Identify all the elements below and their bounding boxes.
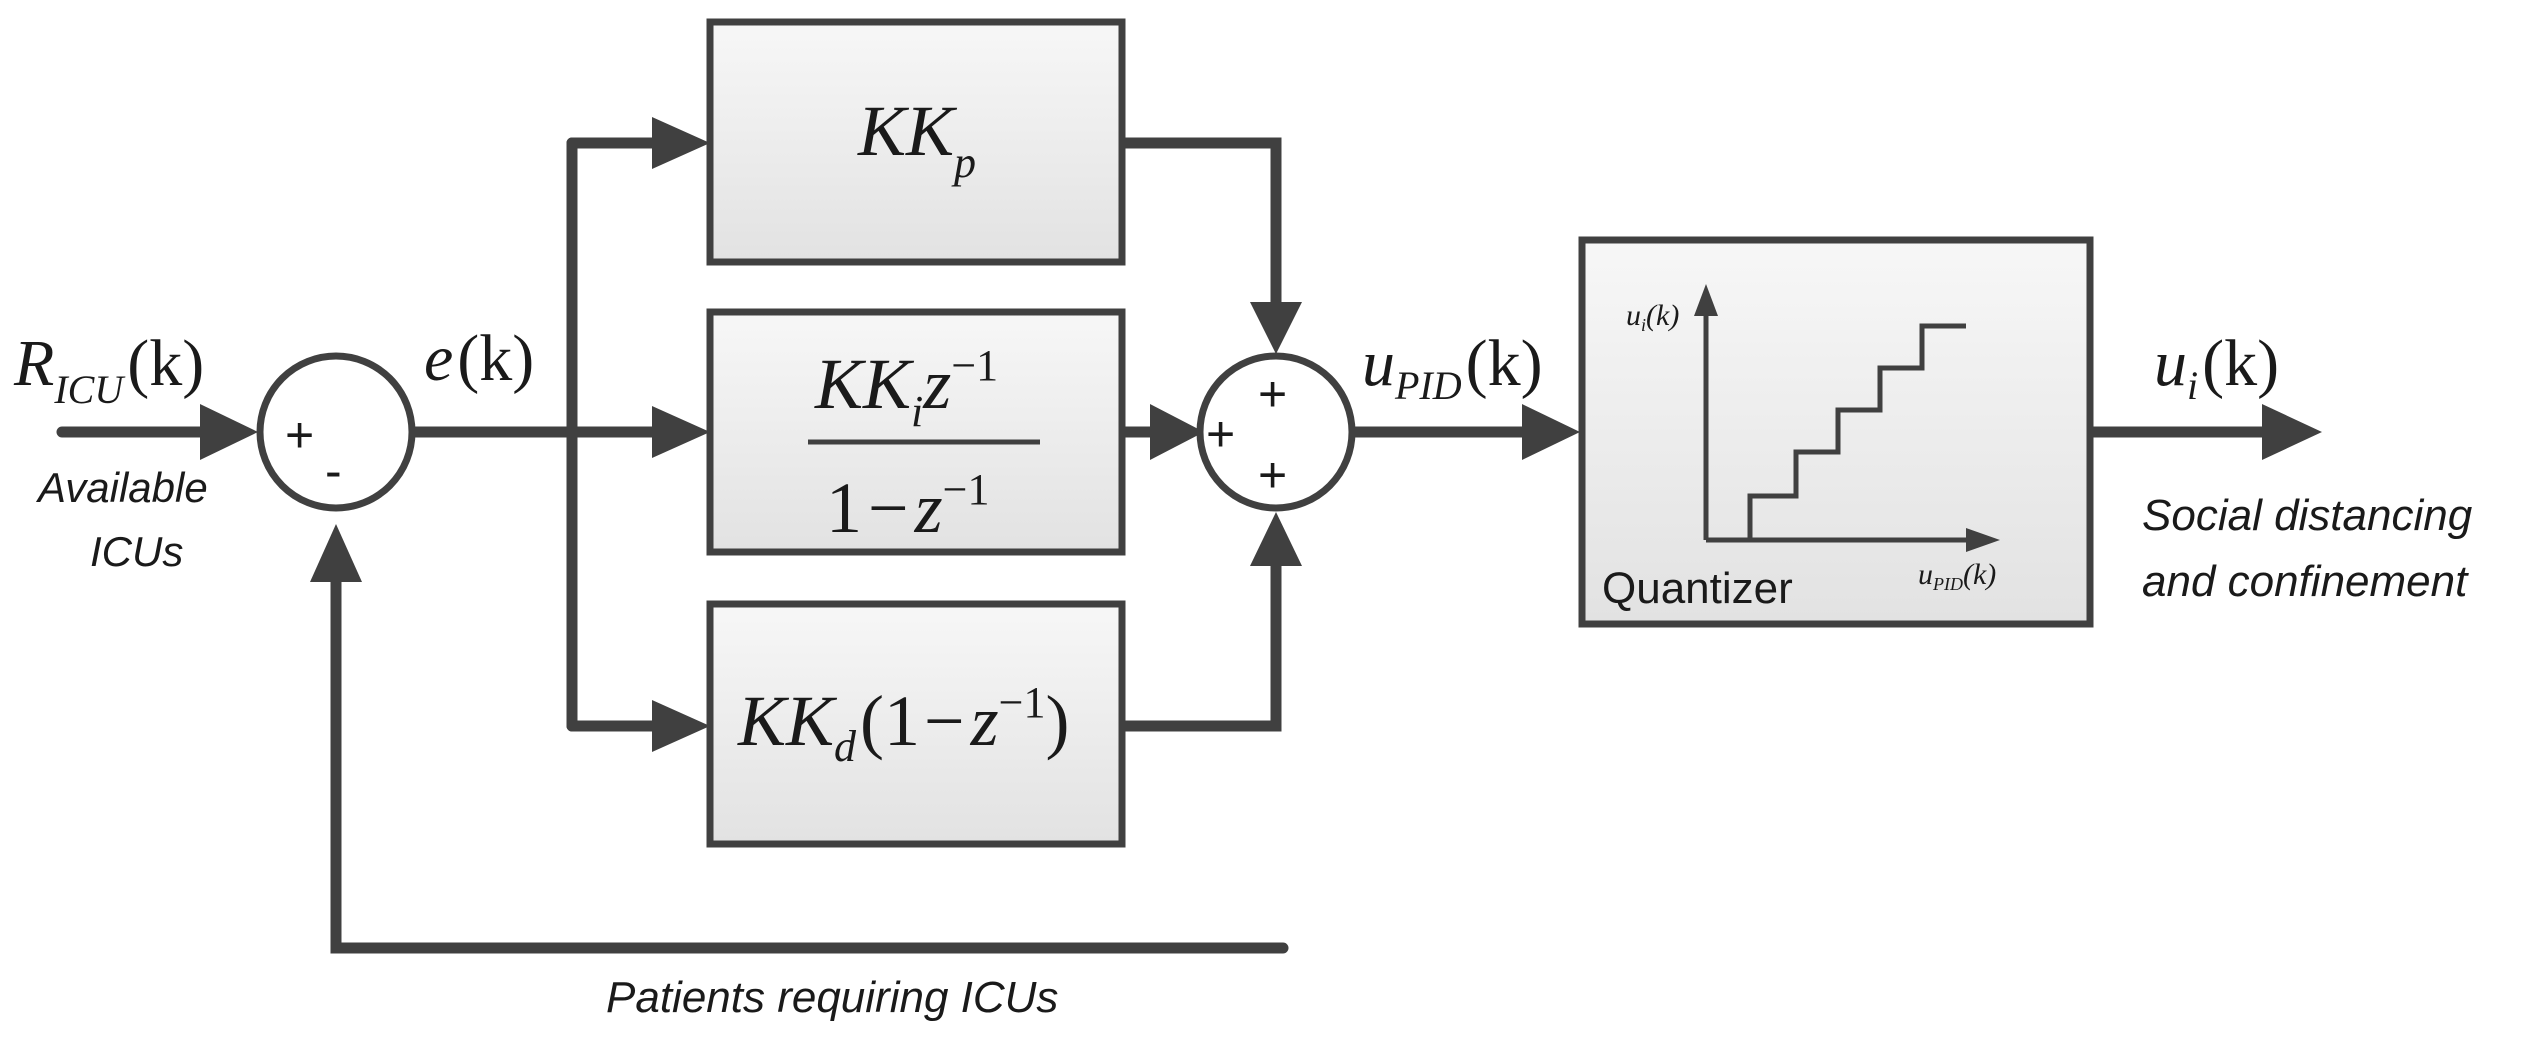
input-arrowhead: [200, 404, 258, 460]
arrowhead-kd: [652, 700, 710, 752]
arrowhead-kp: [652, 117, 710, 169]
sum1-minus-sign: -: [325, 443, 342, 499]
sum2-plus-bottom: +: [1258, 447, 1287, 503]
feedback-label: Patients requiring ICUs: [606, 973, 1058, 1022]
error-signal-label: e(k): [424, 322, 534, 395]
feedback-wire: [330, 568, 1289, 954]
input-description-line2: ICUs: [90, 528, 183, 575]
wire-kp-out: [1116, 137, 1282, 316]
output-description-line1: Social distancing: [2142, 491, 2473, 540]
output-signal-label: ui(k): [2154, 327, 2279, 408]
sum2-plus-left: +: [1206, 406, 1235, 462]
sum1-plus-sign: +: [285, 407, 314, 463]
quantizer-y-axis-label: ui(k): [1626, 299, 1679, 335]
quantizer-x-arrowhead: [1966, 528, 2000, 552]
ki-numerator: KKiz−1: [814, 341, 998, 436]
arrowhead-sum2-top: [1250, 302, 1302, 354]
summing-junction-1: [256, 352, 416, 512]
arrowhead-ki: [652, 406, 710, 458]
arrowhead-output: [2262, 404, 2322, 460]
input-signal-label: RICU(k): [13, 327, 204, 412]
quantizer-staircase: [1747, 323, 1966, 540]
pid-signal-label: uPID(k): [1362, 327, 1543, 408]
quantizer-y-arrowhead: [1694, 284, 1718, 316]
proportional-block: [706, 18, 1126, 266]
wire-kd-out: [1116, 554, 1282, 732]
arrowhead-sum2-left: [1150, 404, 1204, 460]
integral-block: [706, 308, 1126, 556]
input-description-line1: Available: [35, 464, 208, 511]
ki-denominator: 1−z−1: [826, 465, 989, 548]
summing-junction-2: [1196, 352, 1356, 512]
arrowhead-sum2-bottom: [1250, 512, 1302, 566]
output-description-line2: and confinement: [2142, 557, 2469, 606]
kp-expression: KKp: [857, 91, 976, 187]
derivative-block: [706, 600, 1126, 848]
quantizer-x-axis-label: uPID(k): [1918, 558, 1996, 594]
arrowhead-quantizer: [1522, 404, 1580, 460]
kd-expression: KKd(1−z−1): [737, 678, 1069, 771]
sum2-plus-top: +: [1258, 366, 1287, 422]
arrowhead-feedback: [310, 524, 362, 582]
quantizer-label: Quantizer: [1602, 564, 1793, 613]
